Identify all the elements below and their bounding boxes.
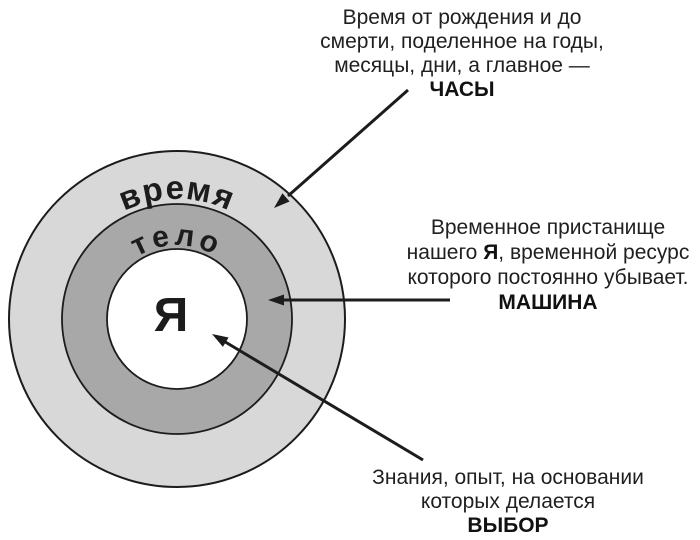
annotation-hours-line1: Время от рождения и до <box>342 6 582 29</box>
annotation-hours-line2: смерти, поделенное на годы, <box>320 30 604 53</box>
annotation-machine-line3: которого постоянно убывает. <box>407 266 689 289</box>
annotation-choice: Знания, опыт, на основании которых делае… <box>358 466 658 538</box>
annotation-hours: Время от рождения и до смерти, поделенно… <box>292 6 632 102</box>
annotation-machine-line2-post: , временной ресурс <box>498 241 690 264</box>
arrow-hours-head-icon <box>274 193 290 208</box>
arrow-choice-head-icon <box>212 334 229 347</box>
annotation-choice-line2: которых делается <box>420 490 596 513</box>
inner-circle-self <box>106 248 248 390</box>
annotation-machine-line1: Временное пристанище <box>430 216 666 239</box>
self-label: Я <box>154 289 189 342</box>
arrow-choice-line <box>223 340 424 462</box>
annotation-choice-keyword: ВЫБОР <box>467 514 549 537</box>
annotation-machine-keyword: МАШИНА <box>498 291 598 314</box>
arrow-machine-head-icon <box>268 294 284 306</box>
annotation-machine-line2-pre: нашего <box>406 241 484 264</box>
annotation-machine: Временное пристанище нашего Я, временной… <box>392 215 700 315</box>
annotation-choice-line1: Знания, опыт, на основании <box>372 466 644 489</box>
annotation-machine-line2-bold: Я <box>483 241 499 264</box>
annotation-hours-line3: месяцы, дни, а главное — <box>334 54 590 77</box>
annotation-machine-line2: нашего Я, временной ресурс <box>392 240 700 265</box>
annotation-hours-keyword: ЧАСЫ <box>429 78 495 101</box>
arrow-hours-line <box>287 88 409 198</box>
